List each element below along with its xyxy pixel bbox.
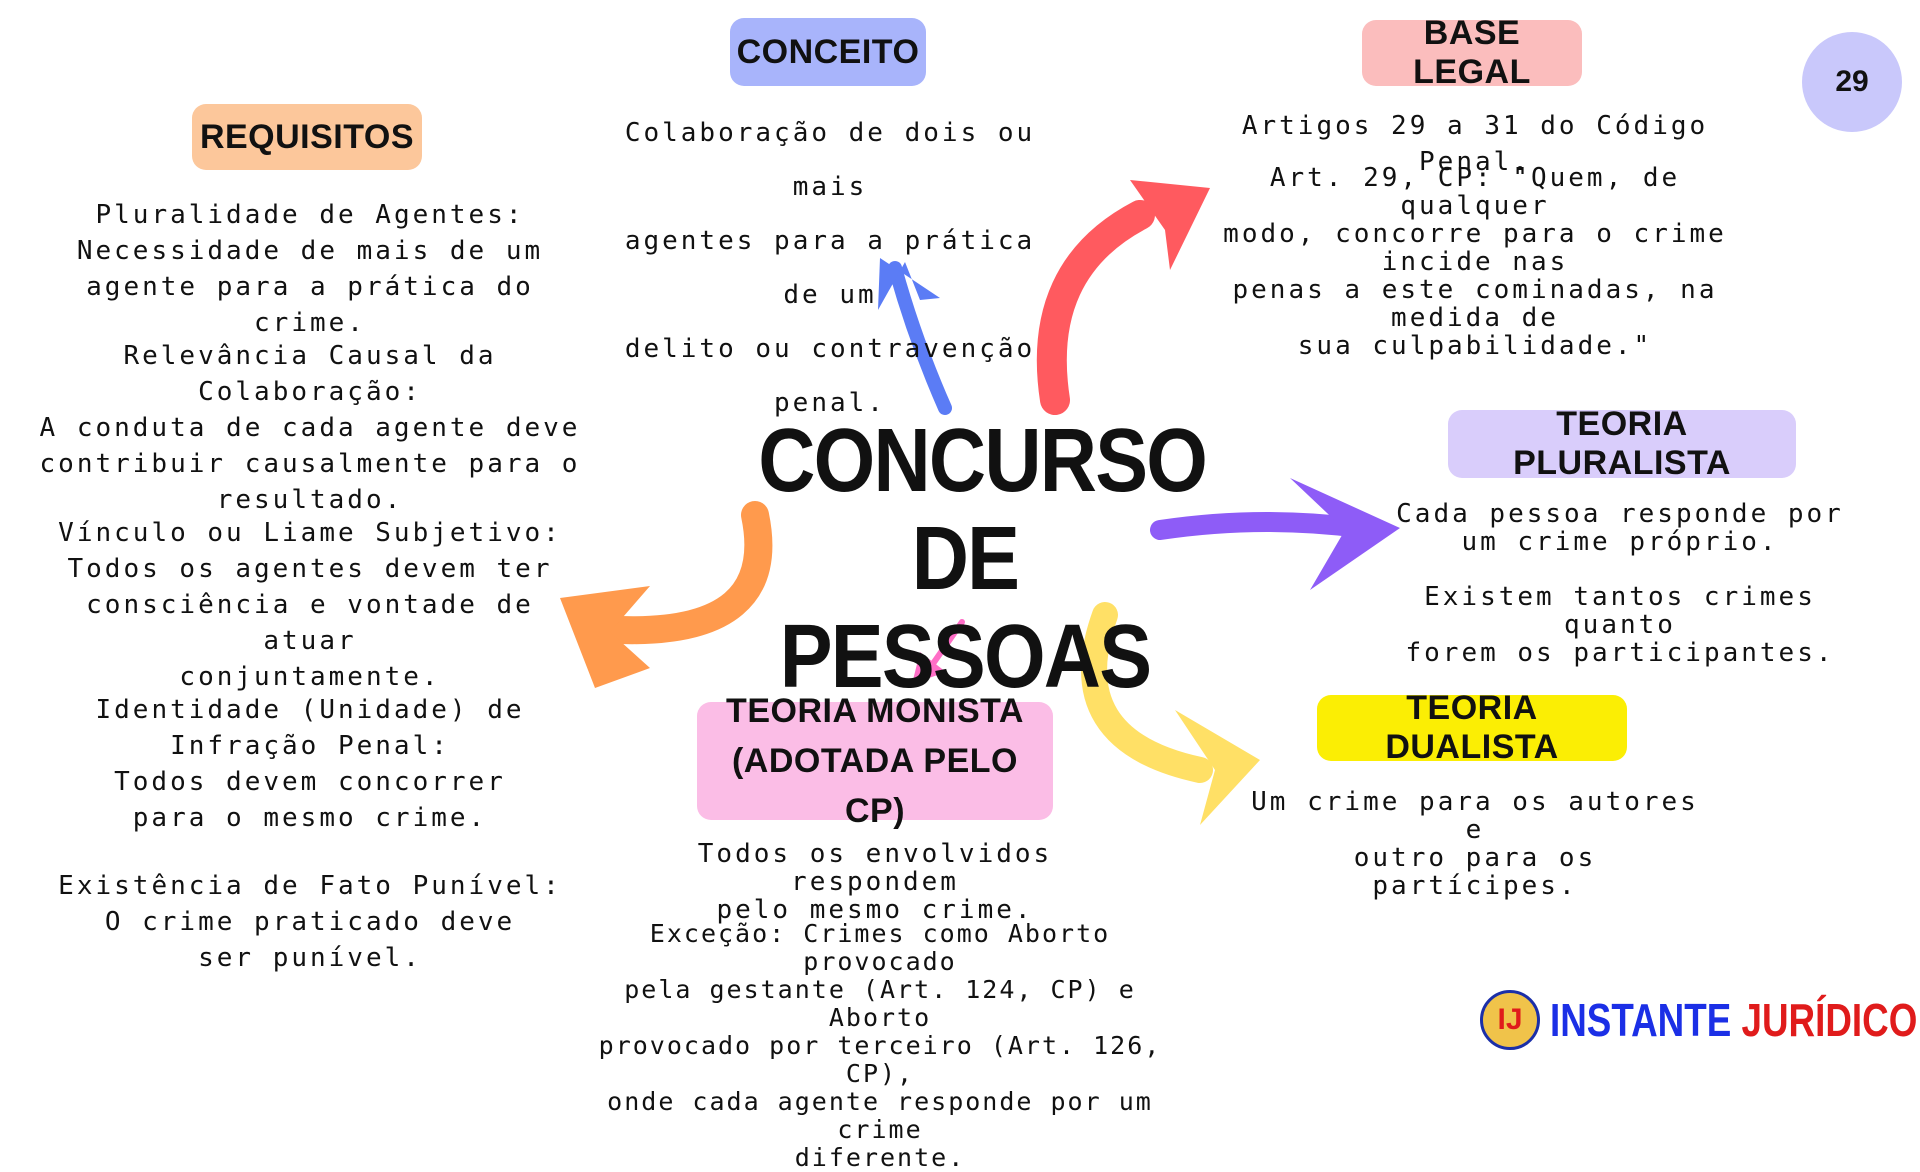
arrow-to-dualista xyxy=(1081,602,1213,783)
teoria-monista-text-1: Todos os envolvidos respondem pelo mesmo… xyxy=(697,839,1053,925)
brand-name: INSTANTE JURÍDICO xyxy=(1550,993,1917,1047)
brand-word-2: JURÍDICO xyxy=(1741,994,1918,1046)
teoria-dualista-text: Um crime para os autores e outro para os… xyxy=(1251,787,1699,901)
teoria-monista-label-line1: TEORIA MONISTA xyxy=(726,692,1024,730)
requisitos-item: Pluralidade de Agentes: Necessidade de m… xyxy=(76,200,544,338)
base-legal-text-2: Art. 29, CP: "Quem, de qualquer modo, co… xyxy=(1223,163,1727,361)
arrow-head-monista xyxy=(912,652,946,684)
arrow-head-requisitos xyxy=(560,586,650,688)
conceito-text: Colaboração de dois ou mais agentes para… xyxy=(624,118,1036,418)
teoria-monista-text-2: Exceção: Crimes como Aborto provocado pe… xyxy=(598,919,1162,1172)
teoria-monista-label-line2: (ADOTADA PELO CP) xyxy=(731,742,1019,830)
arrow-to-pluralista xyxy=(1150,511,1370,540)
page-number-badge: 29 xyxy=(1802,32,1902,132)
base-legal-text-1: Artigos 29 a 31 do Código Penal. xyxy=(1241,111,1709,177)
teoria-pluralista-label: TEORIA PLURALISTA xyxy=(1448,405,1796,482)
arrow-head-pluralista xyxy=(1290,478,1400,590)
brand-word-1: INSTANTE xyxy=(1550,994,1732,1046)
arrow-head-base-legal xyxy=(1130,180,1210,270)
arrow-to-conceito xyxy=(888,261,952,415)
conceito-label: CONCEITO xyxy=(730,18,926,86)
teoria-dualista-label: TEORIA DUALISTA xyxy=(1317,689,1627,766)
requisitos-label: REQUISITOS xyxy=(192,104,422,170)
brand-logo-icon: IJ xyxy=(1480,990,1540,1050)
requisitos-item: Existência de Fato Punível: O crime prat… xyxy=(58,871,562,973)
base-legal-label: BASE LEGAL xyxy=(1362,14,1582,91)
arrow-to-requisitos xyxy=(606,501,773,645)
connector-arrows xyxy=(560,180,1400,825)
requisitos-item: Relevância Causal da Colaboração: A cond… xyxy=(39,341,581,515)
arrow-head-dualista xyxy=(1175,710,1260,825)
brand-logo-block: IJ INSTANTE JURÍDICO xyxy=(1480,985,1920,1055)
teoria-pluralista-text-2: Existem tantos crimes quanto forem os pa… xyxy=(1405,582,1835,668)
arrow-to-monista xyxy=(927,619,965,671)
center-title: CONCURSO DE PESSOAS xyxy=(758,411,1208,707)
requisitos-item: Identidade (Unidade) de Infração Penal: … xyxy=(95,695,525,833)
arrow-to-base-legal xyxy=(1036,200,1155,415)
requisitos-item: Vínculo ou Liame Subjetivo: Todos os age… xyxy=(58,518,562,692)
teoria-monista-label: TEORIA MONISTA (ADOTADA PELO CP) xyxy=(697,692,1053,830)
teoria-pluralista-text-1: Cada pessoa responde por um crime própri… xyxy=(1396,499,1844,557)
arrow-head-conceito xyxy=(878,258,940,310)
